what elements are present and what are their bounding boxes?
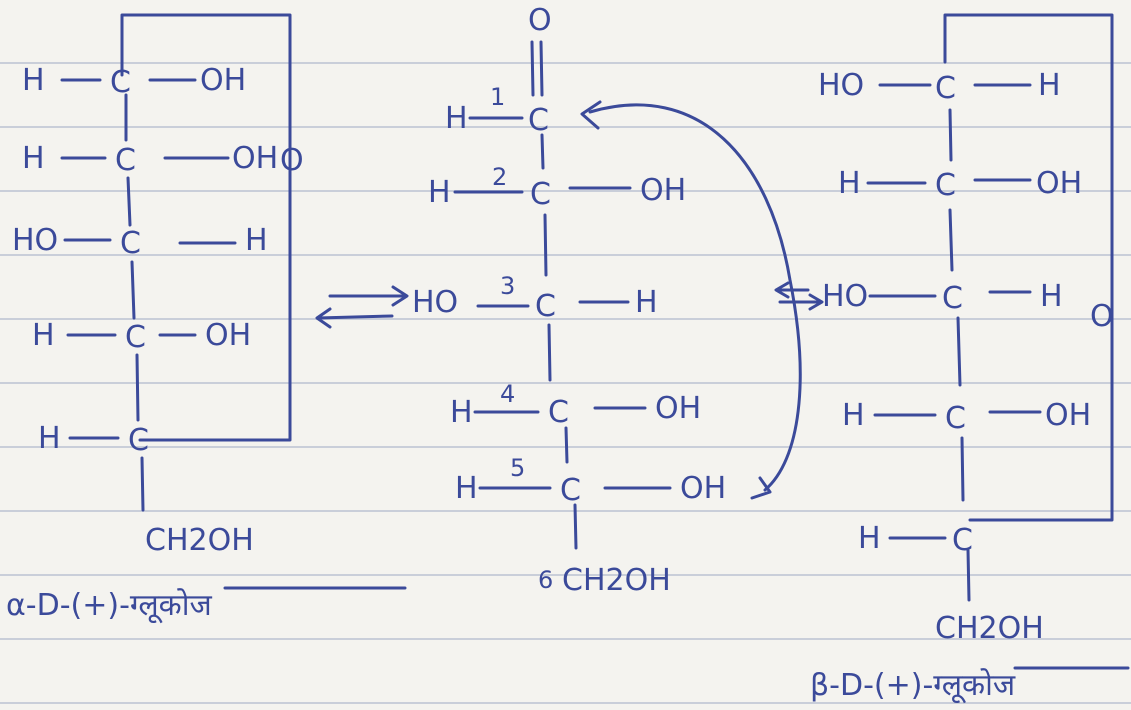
beta-bottom-group: CH2OH <box>935 611 1044 646</box>
c4-carbon: C <box>548 395 569 430</box>
alpha-backbone-bond <box>135 353 140 422</box>
beta-row2-left: H <box>838 166 861 201</box>
backbone-bond <box>547 323 552 382</box>
alpha-row4-carbon: C <box>125 320 146 355</box>
alpha-backbone-bond <box>140 456 145 512</box>
alpha-caption: α-D-(+)-ग्लूकोज <box>6 588 212 624</box>
c6-group: CH2OH <box>562 563 671 598</box>
beta-backbone-bond <box>956 316 962 387</box>
c4-right: OH <box>655 391 701 426</box>
alpha-backbone-bond <box>130 260 136 320</box>
beta-backbone-bond <box>966 548 971 602</box>
double-bond-line <box>530 40 535 97</box>
alpha-row2-left: H <box>22 141 45 176</box>
c3-right: H <box>635 285 658 320</box>
alpha-row2-carbon: C <box>115 143 136 178</box>
c3-left: HO <box>412 285 458 320</box>
backbone-bond <box>573 503 578 550</box>
beta-row1-right: H <box>1038 68 1061 103</box>
alpha-row3-left: HO <box>12 223 58 258</box>
c4-number: 4 <box>500 380 515 408</box>
alpha-glucose-structure: H C OH H C OH O HO C H H C OH H C CH2OH … <box>6 13 407 624</box>
beta-row3-carbon: C <box>942 281 963 316</box>
alpha-bottom-group: CH2OH <box>145 523 254 558</box>
equilibrium-arrow-right <box>774 281 824 311</box>
beta-row4-left: H <box>842 398 865 433</box>
c1-number: 1 <box>490 83 505 111</box>
c1-carbon: C <box>528 103 549 138</box>
alpha-row5-carbon: C <box>128 423 149 458</box>
beta-row4-carbon: C <box>945 401 966 436</box>
beta-backbone-bond <box>948 208 954 272</box>
curved-arrow-head-top <box>580 100 602 130</box>
ring-closure-curved-arrow <box>588 103 802 492</box>
beta-row4-right: OH <box>1045 398 1091 433</box>
c3-number: 3 <box>500 272 515 300</box>
c5-right: OH <box>680 471 726 506</box>
alpha-row3-right: H <box>245 223 268 258</box>
beta-row1-carbon: C <box>935 71 956 106</box>
c2-right: OH <box>640 173 686 208</box>
alpha-row1-left: H <box>22 63 45 98</box>
arrow-backward <box>774 281 810 299</box>
alpha-row3-carbon: C <box>120 226 141 261</box>
double-bond-line <box>539 40 544 97</box>
equilibrium-arrow-left <box>315 285 409 329</box>
alpha-backbone-bond <box>126 176 132 227</box>
beta-row2-carbon: C <box>935 168 956 203</box>
c2-carbon: C <box>530 177 551 212</box>
beta-row5-left: H <box>858 521 881 556</box>
c3-carbon: C <box>535 289 556 324</box>
beta-ring-bond <box>943 13 1114 522</box>
alpha-row4-left: H <box>32 318 55 353</box>
beta-row5-carbon: C <box>952 523 973 558</box>
beta-backbone-bond <box>960 436 965 502</box>
alpha-row2-right: OH <box>232 141 278 176</box>
backbone-bond <box>564 426 569 464</box>
arrow-forward <box>778 293 824 311</box>
beta-glucose-structure: HO C H H C OH HO C H O H C OH H C CH2OH … <box>810 13 1130 704</box>
c2-left: H <box>428 175 451 210</box>
alpha-ring-oxygen: O <box>280 143 304 178</box>
alpha-row1-right: OH <box>200 63 246 98</box>
c1-left: H <box>445 101 468 136</box>
beta-caption: β-D-(+)-ग्लूकोज <box>810 668 1016 704</box>
alpha-ring-bond <box>120 13 292 442</box>
beta-row2-right: OH <box>1036 166 1082 201</box>
c4-left: H <box>450 395 473 430</box>
c2-number: 2 <box>492 163 507 191</box>
backbone-bond <box>543 213 548 277</box>
beta-ring-oxygen: O <box>1090 299 1114 334</box>
beta-backbone-bond <box>948 108 953 162</box>
c5-left: H <box>455 471 478 506</box>
beta-row3-right: H <box>1040 279 1063 314</box>
carbonyl-oxygen: O <box>528 3 552 38</box>
c5-carbon: C <box>560 473 581 508</box>
beta-row3-left: HO <box>822 279 868 314</box>
alpha-row1-carbon: C <box>110 65 131 100</box>
alpha-row4-right: OH <box>205 318 251 353</box>
alpha-row5-left: H <box>38 421 61 456</box>
curved-arrow-head-bottom <box>750 476 772 500</box>
arrow-forward <box>328 285 409 307</box>
arrow-backward <box>315 307 394 329</box>
open-chain-glucose-structure: O H 1 C H 2 C OH HO 3 C H H 4 C OH H 5 C <box>412 3 802 598</box>
beta-row1-left: HO <box>818 68 864 103</box>
c6-number: 6 <box>538 566 553 594</box>
backbone-bond <box>540 133 545 170</box>
c5-number: 5 <box>510 454 525 482</box>
